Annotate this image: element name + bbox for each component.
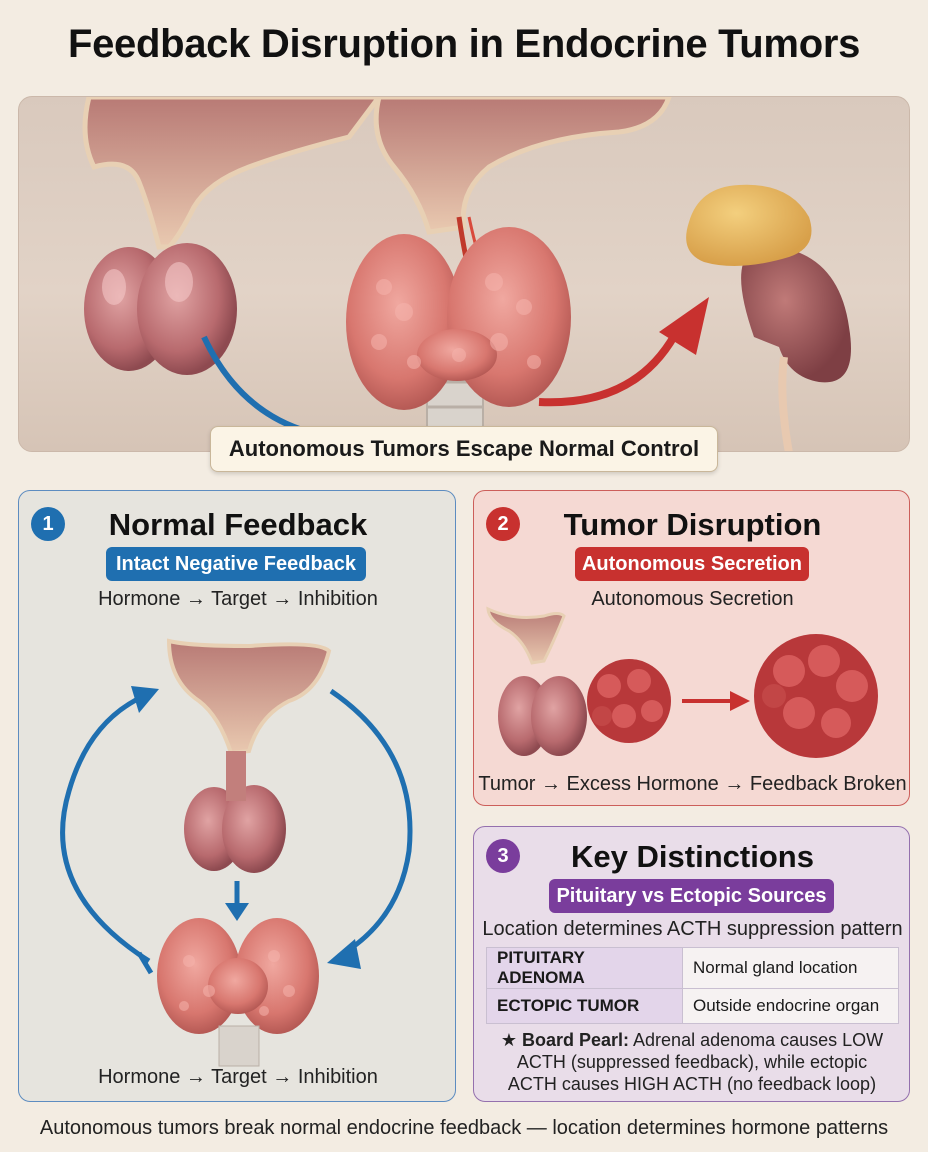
pearl-line-2: ACTH (suppressed feedback), while ectopi… xyxy=(516,1052,868,1072)
table-key: ECTOPIC TUMOR xyxy=(486,988,683,1024)
board-pearl: ★ Board Pearl: Adrenal adenoma causes LO… xyxy=(492,1029,892,1095)
panel-bottom-caption: Hormone → Target → Inhibition xyxy=(98,1066,378,1088)
pituitary-left xyxy=(84,243,237,375)
pearl-line-1: Adrenal adenoma causes LOW xyxy=(633,1030,884,1050)
panel-pill: Intact Negative Feedback xyxy=(106,547,366,581)
tumor-illustration-svg xyxy=(486,606,878,758)
hypothalamus-icon xyxy=(166,638,332,756)
pituitary-icon xyxy=(184,751,286,873)
small-tumor-icon xyxy=(587,659,671,743)
panel-key-distinctions: 3 Key Distinctions Pituitary vs Ectopic … xyxy=(473,826,910,1102)
feedback-loop-svg xyxy=(60,638,413,1067)
panel-title: Key Distinctions xyxy=(571,839,814,874)
table-row: ECTOPIC TUMOR Outside endocrine organ xyxy=(486,988,899,1024)
stalk-icon xyxy=(486,606,566,665)
table-row: PITUITARY ADENOMA Normal gland location xyxy=(486,947,899,989)
pearl-lead: Board Pearl: xyxy=(521,1030,630,1050)
panel-normal-feedback: 1 Normal Feedback Intact Negative Feedba… xyxy=(18,490,456,1102)
hero-label: Autonomous Tumors Escape Normal Control xyxy=(210,426,718,472)
table-key: PITUITARY ADENOMA xyxy=(486,947,683,989)
panel-number-badge: 2 xyxy=(486,507,520,541)
panel-number-badge: 1 xyxy=(31,507,65,541)
pearl-line-3: ACTH causes HIGH ACTH (no feedback loop) xyxy=(507,1074,877,1094)
thyroid-icon xyxy=(157,918,319,1067)
panel-title: Normal Feedback xyxy=(108,507,368,542)
panel-subtitle: Hormone → Target → Inhibition xyxy=(98,588,378,610)
table-value: Normal gland location xyxy=(682,947,899,989)
hero-illustration xyxy=(18,96,910,452)
panel-subtitle: Autonomous Secretion xyxy=(591,588,794,610)
pituitary-icon xyxy=(498,676,587,756)
panel-pill: Autonomous Secretion xyxy=(575,547,809,581)
star-icon: ★ xyxy=(500,1030,517,1050)
panel-subtitle: Location determines ACTH suppression pat… xyxy=(482,918,903,940)
panel-number-badge: 3 xyxy=(486,839,520,873)
panel-pill: Pituitary vs Ectopic Sources xyxy=(549,879,834,913)
adrenal-kidney xyxy=(686,184,851,451)
distinctions-table: PITUITARY ADENOMA Normal gland location … xyxy=(486,947,899,1024)
hypothalamus-center xyxy=(373,97,672,235)
hypothalamus-left xyxy=(82,97,383,250)
page-title: Feedback Disruption in Endocrine Tumors xyxy=(67,22,861,66)
table-value: Outside endocrine organ xyxy=(682,988,899,1024)
footer-caption: Autonomous tumors break normal endocrine… xyxy=(39,1117,889,1139)
large-tumor-icon xyxy=(754,634,878,758)
panel-tumor-disruption: 2 Tumor Disruption Autonomous Secretion … xyxy=(473,490,910,806)
panel-bottom-caption: Tumor → Excess Hormone → Feedback Broken xyxy=(478,773,907,795)
panel-title: Tumor Disruption xyxy=(563,507,822,542)
hero-organs-svg xyxy=(82,97,851,451)
